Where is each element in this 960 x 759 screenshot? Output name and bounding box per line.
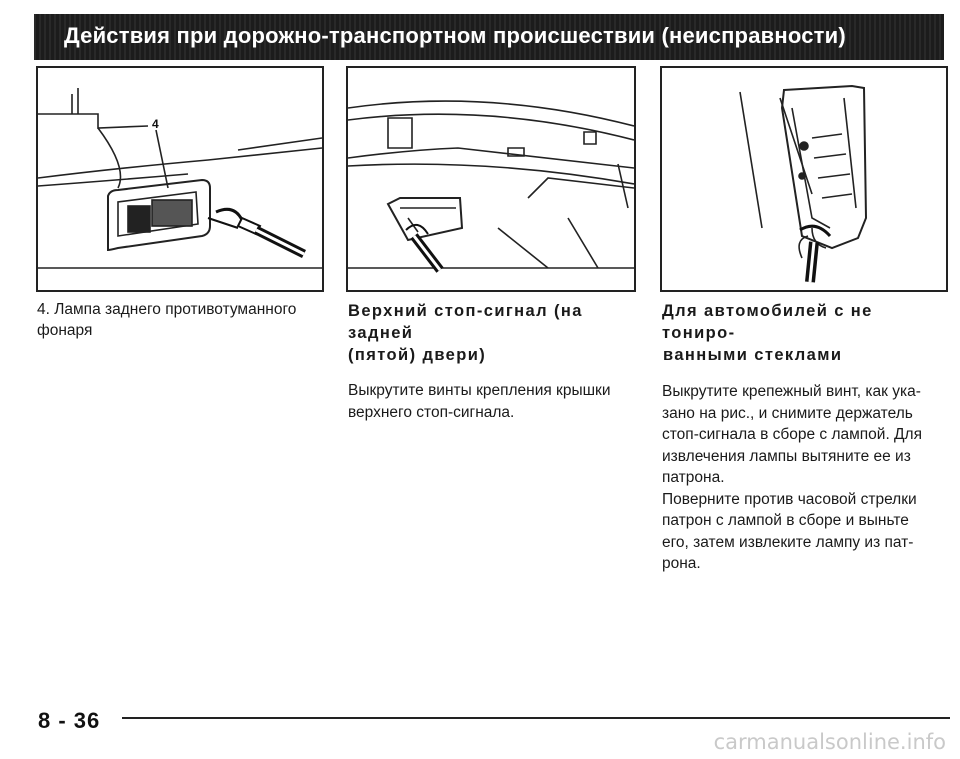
body-line: извлечения лампы вытяните ее из [662, 447, 911, 465]
header-banner: Действия при дорожно-транспортном происш… [34, 14, 944, 60]
figure-high-mount-stop-lamp [346, 66, 636, 292]
page-number: 8 - 36 [38, 708, 101, 733]
section-high-mount-stop-lamp: Верхний стоп-сигнал (на задней (пятой) д… [348, 300, 633, 423]
body-line: Выкрутите винты крепления крышки [348, 382, 611, 399]
body-line: Выкрутите крепежный винт, как ука- [662, 383, 921, 400]
caption-line: фонаря [37, 322, 93, 339]
body-line: верхнего стоп-сигнала. [348, 403, 515, 421]
footer-divider [122, 717, 950, 719]
lamp-holder-illustration [739, 84, 868, 283]
callout-label: 4 [152, 117, 159, 131]
rear-fog-lamp-illustration: 4 [38, 88, 322, 269]
body-line: патрон с лампой в сборе и выньте [662, 512, 909, 529]
section-untinted-glass: Для автомобилей с не тониро- ванными сте… [662, 300, 950, 575]
section-heading-line: Для автомобилей с не тониро- [662, 302, 873, 342]
body-line: его, затем извлеките лампу из пат- [662, 533, 914, 551]
page-title: Действия при дорожно-транспортном происш… [64, 23, 846, 48]
figure-lamp-holder-socket [660, 66, 948, 292]
body-line: рона. [662, 555, 701, 572]
high-mount-stop-lamp-illustration [348, 100, 634, 273]
section-heading-line: (пятой) двери) [348, 346, 487, 364]
section-heading-line: ванными стеклами [663, 346, 843, 364]
caption-rear-fog-lamp: 4. Лампа заднего противотуманного фонаря [37, 299, 327, 341]
section-heading-line: Верхний стоп-сигнал (на задней [348, 302, 583, 342]
body-line: зано на рис., и снимите держатель [662, 404, 913, 422]
caption-line: 4. Лампа заднего противотуманного [37, 301, 297, 318]
watermark: carmanualsonline.info [713, 730, 946, 754]
body-line: Поверните против часовой стрелки [662, 490, 917, 508]
body-line: патрона. [662, 469, 725, 486]
body-line: стоп-сигнала в сборе с лампой. Для [662, 426, 922, 443]
figure-rear-fog-lamp: 4 [36, 66, 324, 292]
